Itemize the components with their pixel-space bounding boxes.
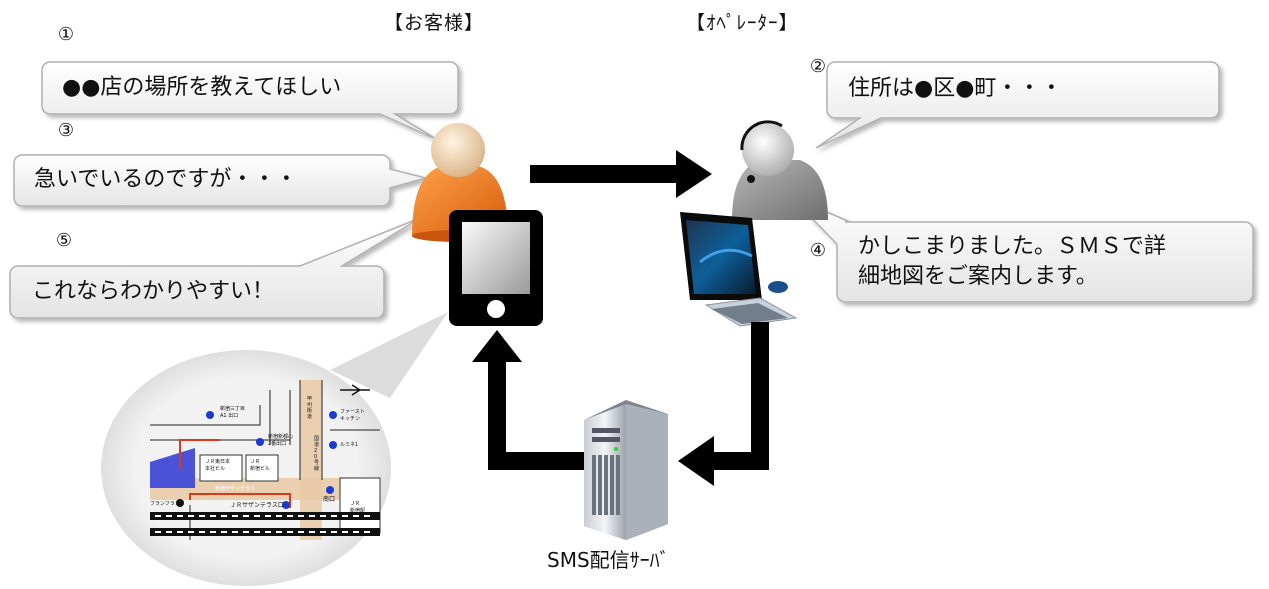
step-4-text-line1: かしこまりました。ＳＭＳで詳 (858, 234, 1167, 259)
tablet-icon (449, 210, 543, 326)
customer-header: 【お客様】 (384, 12, 485, 34)
map-label-koshu-kaido: 甲州街道 (307, 396, 313, 420)
map-label-southern-terrace-exit: ＪＲサザンテラス口 (230, 502, 284, 509)
map-image (150, 380, 381, 540)
arrow-computer-to-server (678, 322, 769, 486)
map-label-lumine1: ルミネ1 (340, 442, 359, 448)
map-label-route20: 国道20号線 (314, 436, 320, 472)
rail-tracks (150, 512, 380, 536)
step-3-number: ③ (57, 120, 75, 141)
map-label-jr-shinjuku-bldg: ＪＲ 新宿ビル (250, 459, 271, 472)
step-5-number: ⑤ (55, 230, 73, 251)
computer-icon (680, 212, 798, 327)
map-label-francfranc: フランフラン (150, 501, 180, 507)
speech-bubble-2 (815, 61, 1220, 149)
step-2-text: 住所は●区●町・・・ (848, 76, 1063, 101)
step-3-text: 急いでいるのですが・・・ (34, 167, 298, 192)
map-label-southern-terrace: 新宿サザンテラス (215, 486, 255, 492)
step-2-number: ② (809, 56, 827, 77)
map-callout (101, 312, 448, 586)
server-icon (584, 400, 668, 540)
map-label-exit-2: 新宿新都心 2番出口 (268, 434, 294, 447)
speech-bubble-3 (13, 154, 429, 207)
arrow-customer-to-operator (530, 150, 712, 198)
step-1-text: ●●店の場所を教えてほしい (62, 75, 342, 100)
map-label-south-exit: 南口 (323, 496, 336, 503)
map-label-exit-a1: 新宿三丁目 A1 出口 (220, 406, 246, 419)
step-1-number: ① (57, 24, 75, 45)
step-4-text-line2: 細地図をご案内します。 (858, 264, 1098, 289)
mouse-icon (768, 281, 788, 293)
operator-header: 【ｵﾍﾟﾚｰﾀｰ】 (686, 12, 799, 34)
speech-bubble-5 (9, 217, 421, 319)
speech-bubble-1 (41, 61, 459, 141)
server-label: SMS配信ｻｰﾊﾞ (547, 548, 670, 572)
step-4-number: ④ (809, 240, 827, 261)
map-label-jr-station: ＪＲ 新宿駅 (350, 501, 366, 514)
step-5-text: これならわかりやすい！ (32, 279, 275, 304)
map-label-first-kitchen: ファースト キッチン (340, 409, 365, 422)
operator-person-icon (732, 120, 828, 220)
speech-bubble-4 (789, 195, 1254, 303)
arrow-server-to-tablet (472, 330, 586, 470)
headset-mic-icon (747, 175, 755, 183)
map-label-jr-east-hq: ＪＲ東日本 本社ビル (205, 459, 231, 472)
